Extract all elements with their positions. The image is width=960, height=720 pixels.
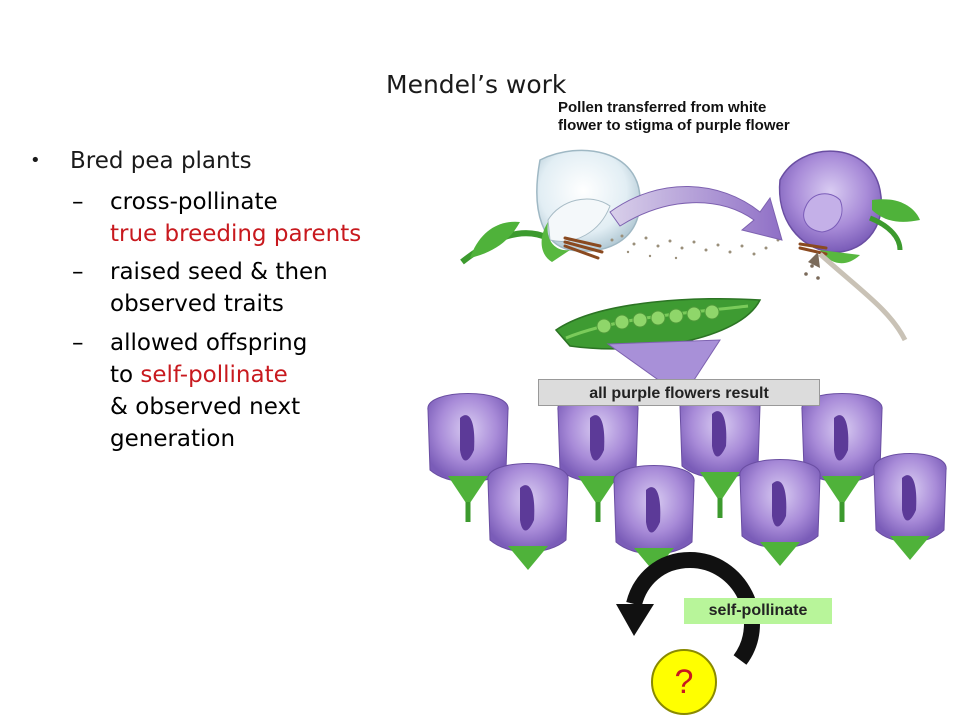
- sub-line-highlight: true breeding parents: [110, 221, 362, 247]
- pea-flower-illustration: [427, 149, 947, 665]
- purple-flower-top: [778, 150, 920, 342]
- white-flower: [460, 149, 641, 265]
- bullet-text: Bred pea plants: [70, 148, 252, 174]
- question-mark-badge: ?: [651, 649, 717, 715]
- caption-line: Pollen transferred from white: [558, 99, 767, 116]
- sub-dash: –: [72, 330, 84, 356]
- sub-line-prefix: to: [110, 362, 141, 388]
- offspring-flowers: [427, 389, 947, 572]
- sub-line: raised seed & then: [110, 259, 328, 285]
- down-arrow: [606, 339, 721, 385]
- sub-line: & observed next: [110, 394, 301, 420]
- pollen-dots: [610, 234, 780, 260]
- slide-title: Mendel’s work: [386, 70, 567, 99]
- pea-pod: [554, 297, 762, 350]
- sub-dash: –: [72, 189, 84, 215]
- sub-line: generation: [110, 426, 236, 452]
- sub-line-highlight: self-pollinate: [140, 362, 288, 388]
- bullet-dot: •: [30, 150, 41, 171]
- result-label: all purple flowers result: [538, 379, 820, 406]
- sub-line: observed traits: [110, 291, 284, 317]
- caption-line: flower to stigma of purple flower: [558, 117, 790, 134]
- sub-line: cross-pollinate: [110, 189, 278, 215]
- self-pollinate-label: self-pollinate: [684, 598, 832, 624]
- sub-dash: –: [72, 259, 84, 285]
- figure-caption: Pollen transferred from white flower to …: [558, 99, 790, 135]
- transfer-arrow: [609, 186, 783, 241]
- sub-line: allowed offspring: [110, 330, 308, 356]
- cycle-arrow: [616, 551, 760, 665]
- sub-line: to self-pollinate: [110, 359, 288, 391]
